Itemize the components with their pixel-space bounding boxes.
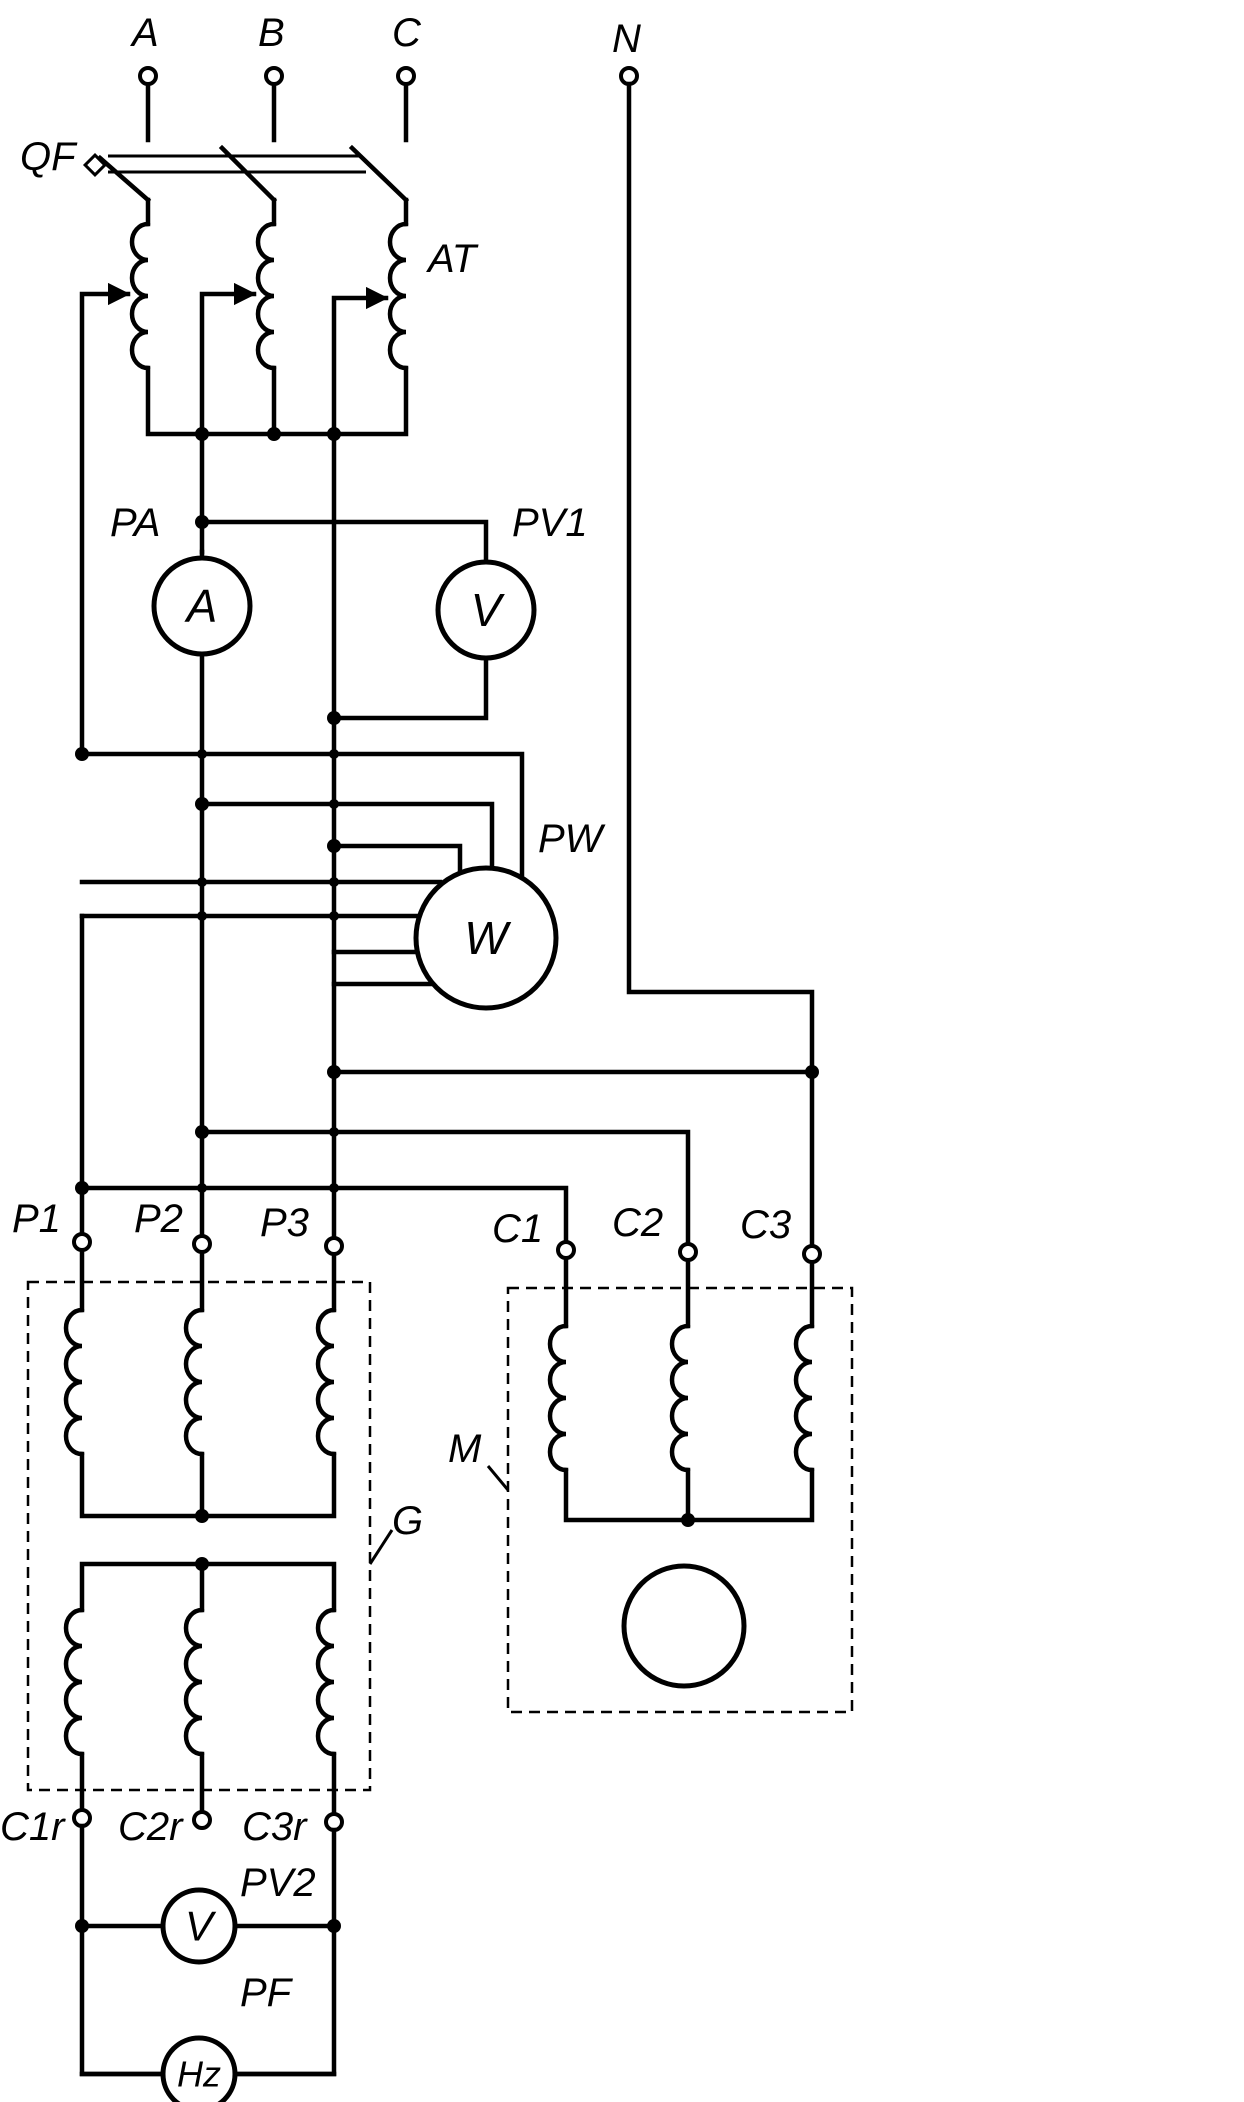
- label-m: M: [448, 1427, 482, 1471]
- wattmeter-symbol: W: [464, 912, 512, 964]
- motor-rotor-icon: [621, 1563, 747, 1689]
- wattmeter-pw: W PW: [413, 817, 606, 1011]
- label-phase-c: C: [392, 11, 422, 55]
- label-pv1: PV1: [512, 501, 588, 545]
- neutral-wire: [626, 81, 815, 1249]
- generator-boundary: [26, 1280, 372, 1792]
- terminal-b: [264, 66, 284, 86]
- junction-dots: [75, 427, 819, 1195]
- voltmeter-pv2: [160, 1887, 238, 1965]
- terminal-n: [619, 66, 639, 86]
- breaker-handle-icon: [82, 152, 108, 178]
- label-qf: QF: [20, 135, 78, 179]
- voltmeter-1-symbol: V: [471, 584, 506, 636]
- label-c2r: C2r: [118, 1805, 184, 1849]
- label-c3r: C3r: [242, 1805, 308, 1849]
- terminal-a: [138, 66, 158, 86]
- label-pw: PW: [538, 817, 606, 861]
- generator-g: P1 P2 P3 C1r C2r C3r G: [0, 1197, 423, 1849]
- terminal-c: [396, 66, 416, 86]
- label-p3: P3: [260, 1201, 309, 1245]
- label-phase-b: B: [258, 11, 285, 55]
- voltmeter-2-symbol: V: [185, 1903, 217, 1950]
- label-c2: C2: [612, 1201, 663, 1245]
- label-phase-a: A: [130, 11, 159, 55]
- motor-feed-wiring: [79, 1069, 815, 1247]
- frequency-meter-symbol: Hz: [177, 2054, 221, 2095]
- ammeter-symbol: A: [184, 580, 218, 632]
- voltmeter-pv1: V PV1: [435, 501, 588, 661]
- autotransformer-at: AT: [79, 197, 479, 749]
- motor-boundary: [506, 1286, 854, 1714]
- label-pa: PA: [110, 501, 160, 545]
- label-neutral: N: [612, 17, 641, 61]
- output-meters: V PV2 Hz PF: [75, 1823, 341, 2102]
- label-p1: P1: [12, 1197, 61, 1241]
- ammeter-pa: A PA: [110, 501, 253, 657]
- meter-wiring: [79, 519, 525, 987]
- label-p2: P2: [134, 1197, 183, 1241]
- supply-terminals: A B C N: [130, 11, 641, 143]
- label-g: G: [392, 1499, 423, 1543]
- label-pf: PF: [240, 1971, 294, 2015]
- label-c3: C3: [740, 1203, 791, 1247]
- label-c1r: C1r: [0, 1805, 66, 1849]
- label-at: AT: [426, 237, 479, 281]
- frequency-meter-pf: [160, 2035, 238, 2102]
- breaker-qf: QF: [20, 135, 410, 204]
- motor-m: C1 C2 C3 M: [448, 1201, 854, 1714]
- label-pv2: PV2: [240, 1861, 316, 1905]
- label-c1: C1: [492, 1207, 543, 1251]
